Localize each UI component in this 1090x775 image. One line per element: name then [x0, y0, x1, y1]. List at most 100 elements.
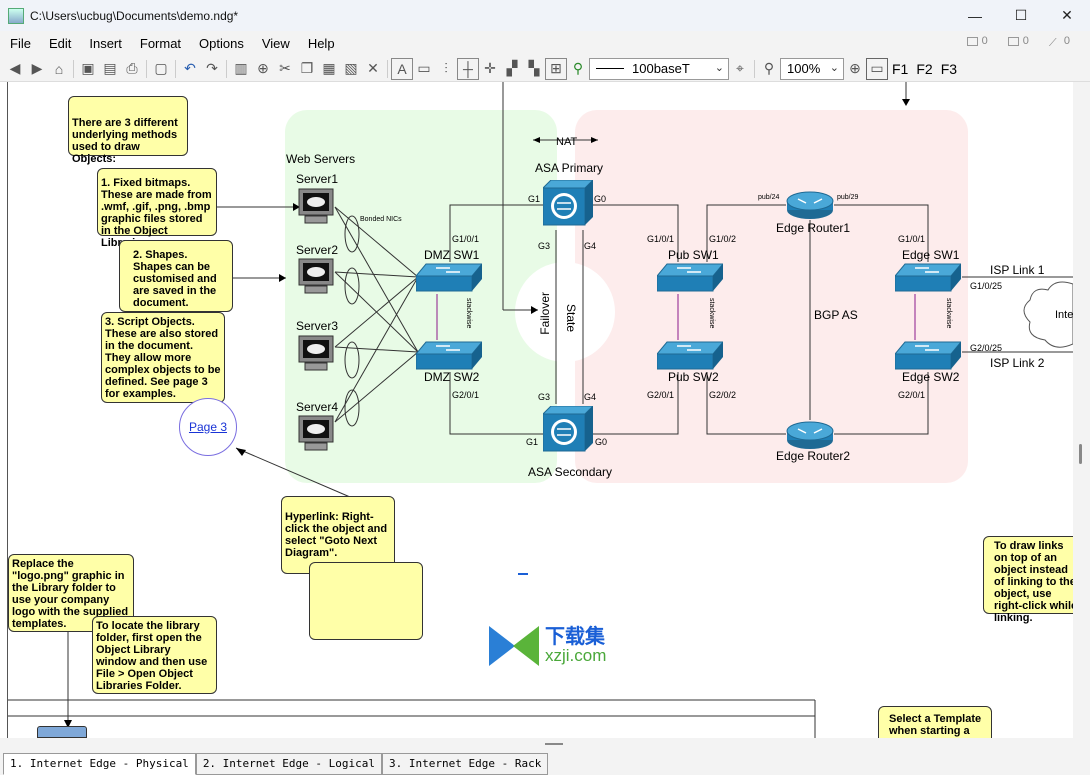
dmz-sw2-icon[interactable] [414, 340, 484, 370]
menu-insert[interactable]: Insert [89, 36, 122, 51]
note-methods[interactable]: There are 3 different underlying methods… [68, 96, 188, 165]
edge-sw2-icon[interactable] [893, 340, 963, 370]
edge-sw1-icon[interactable] [893, 262, 963, 292]
grid-icon[interactable]: ⊞ [545, 57, 567, 80]
print-icon[interactable]: ⎙ [126, 60, 138, 76]
copy-icon[interactable]: ❐ [300, 60, 314, 76]
edge-router1-icon[interactable] [786, 190, 836, 220]
dmz-sw1-icon[interactable] [414, 262, 484, 292]
tab-rack[interactable]: 3. Internet Edge - Rack [382, 753, 549, 775]
logo-graphic-icon[interactable] [37, 726, 87, 738]
line-style-select[interactable]: 100baseT ⌄ [589, 57, 729, 80]
asa-p-g1-label: G1 [528, 194, 541, 204]
server3-icon[interactable] [297, 335, 335, 371]
menu-options[interactable]: Options [199, 36, 244, 51]
page-tabs: 1. Internet Edge - Physical 2. Internet … [3, 753, 549, 775]
asa-secondary-icon[interactable] [541, 405, 595, 452]
zoom-in-icon[interactable]: ⊕ [849, 60, 861, 76]
menu-edit[interactable]: Edit [48, 36, 72, 51]
dmz-sw1-label: DMZ SW1 [424, 248, 480, 262]
web-servers-label: Web Servers [286, 152, 356, 166]
chevron-down-icon: ⌄ [714, 61, 724, 74]
server2-icon[interactable] [297, 258, 335, 294]
menu-format[interactable]: Format [139, 36, 182, 51]
zoom-out-icon[interactable]: ⚲ [763, 60, 775, 76]
diagram-canvas[interactable]: There are 3 different underlying methods… [0, 82, 1073, 738]
tab-physical[interactable]: 1. Internet Edge - Physical [3, 753, 196, 775]
connector-icon[interactable]: ┼ [457, 57, 479, 80]
resize-grip[interactable] [545, 743, 563, 745]
ungroup-icon[interactable]: ▚ [528, 60, 540, 76]
minimize-button[interactable]: — [968, 7, 982, 24]
note-bitmaps[interactable]: 1. Fixed bitmaps. These are made from .w… [97, 168, 217, 249]
home-icon[interactable]: ⌂ [54, 60, 64, 77]
note-library[interactable]: To locate the library folder, first open… [92, 616, 217, 694]
note-scripts[interactable]: 3. Script Objects. These are also stored… [101, 312, 225, 403]
vertical-scrollbar[interactable] [1073, 82, 1090, 738]
server2-label: Server2 [296, 243, 339, 257]
clipboard-icon[interactable]: ▧ [344, 60, 358, 76]
menu-help[interactable]: Help [307, 36, 335, 51]
asa-s-g3-label: G3 [538, 392, 551, 402]
isp1-label: ISP Link 1 [990, 263, 1045, 277]
line-count-icon: ⟋ [1048, 36, 1057, 49]
group-icon[interactable]: ▞ [506, 60, 518, 76]
pub29-label: pub/29 [837, 194, 859, 201]
asa-s-g1-label: G1 [526, 437, 539, 447]
app-icon [8, 7, 24, 24]
preview-icon[interactable]: ▢ [154, 60, 168, 76]
pub-sw2-label: Pub SW2 [668, 370, 719, 384]
asa-primary-icon[interactable] [541, 179, 595, 226]
paste-icon[interactable]: ▦ [322, 60, 336, 76]
maximize-button[interactable]: ☐ [1014, 7, 1028, 23]
pub-sw2-icon[interactable] [655, 340, 725, 370]
note-hyperlink[interactable]: Hyperlink: Right-click the object and se… [281, 496, 395, 574]
link-count-icon [1007, 36, 1019, 46]
menu-view[interactable]: View [261, 36, 290, 51]
node-icon[interactable]: ✛ [484, 60, 496, 76]
page-link[interactable]: Page 3 [179, 398, 237, 456]
link-style-icon[interactable]: ⌖ [736, 60, 744, 76]
cut-icon[interactable]: ✂ [279, 60, 291, 76]
pub24-label: pub/24 [758, 194, 780, 201]
close-button[interactable]: ✕ [1061, 7, 1073, 23]
note-shapes[interactable]: 2. Shapes. Shapes can be customised and … [119, 240, 233, 312]
back-icon[interactable]: ◀ [9, 60, 21, 76]
dmz-sw2-label: DMZ SW2 [424, 370, 480, 384]
tab-logical[interactable]: 2. Internet Edge - Logical [195, 753, 382, 775]
pin-icon[interactable]: ⚲ [572, 60, 584, 76]
text-tool-icon[interactable]: A [391, 57, 413, 80]
edge-router1-label: Edge Router1 [776, 221, 851, 235]
forward-icon[interactable]: ▶ [31, 60, 43, 76]
link-counter: 0 [1007, 35, 1029, 47]
properties-icon[interactable]: ▭ [866, 57, 888, 80]
save-icon[interactable]: ▤ [103, 60, 117, 76]
zoom-select[interactable]: 100% ⌄ [780, 57, 844, 80]
open-icon[interactable]: ▣ [81, 60, 95, 76]
delete-icon[interactable]: ✕ [367, 60, 379, 76]
shape-dropdown-icon[interactable]: ▭ [417, 60, 431, 76]
globe-icon[interactable]: ⊕ [257, 60, 269, 76]
watermark: 下载集 xzji.com [487, 624, 606, 668]
dmz-g101-label: G1/0/1 [452, 234, 480, 244]
note-draw-links[interactable]: To draw links on top of an object instea… [983, 536, 1073, 624]
undo-icon[interactable]: ↶ [184, 60, 196, 76]
server4-icon[interactable] [297, 415, 335, 451]
align-dropdown-icon[interactable]: ⫶ [444, 60, 448, 76]
redo-icon[interactable]: ↷ [206, 60, 218, 76]
menu-file[interactable]: File [10, 36, 31, 51]
note-empty[interactable] [309, 562, 423, 640]
edge-router2-icon[interactable] [786, 420, 836, 450]
f2-button[interactable]: F2 [916, 60, 933, 77]
object-count-icon [966, 36, 978, 46]
pub-sw1-icon[interactable] [655, 262, 725, 292]
server1-icon[interactable] [297, 188, 335, 224]
library-icon[interactable]: ▥ [234, 60, 248, 76]
pub-g201-label: G2/0/1 [647, 390, 675, 400]
note-template[interactable]: Select a Template when starting a [878, 706, 992, 738]
f3-button[interactable]: F3 [940, 60, 958, 77]
status-bar: 1. Internet Edge - Physical 2. Internet … [0, 738, 1090, 775]
object-counter: 0 [966, 35, 988, 47]
edge-router2-label: Edge Router2 [776, 449, 851, 463]
f1-button[interactable]: F1 [892, 60, 909, 77]
